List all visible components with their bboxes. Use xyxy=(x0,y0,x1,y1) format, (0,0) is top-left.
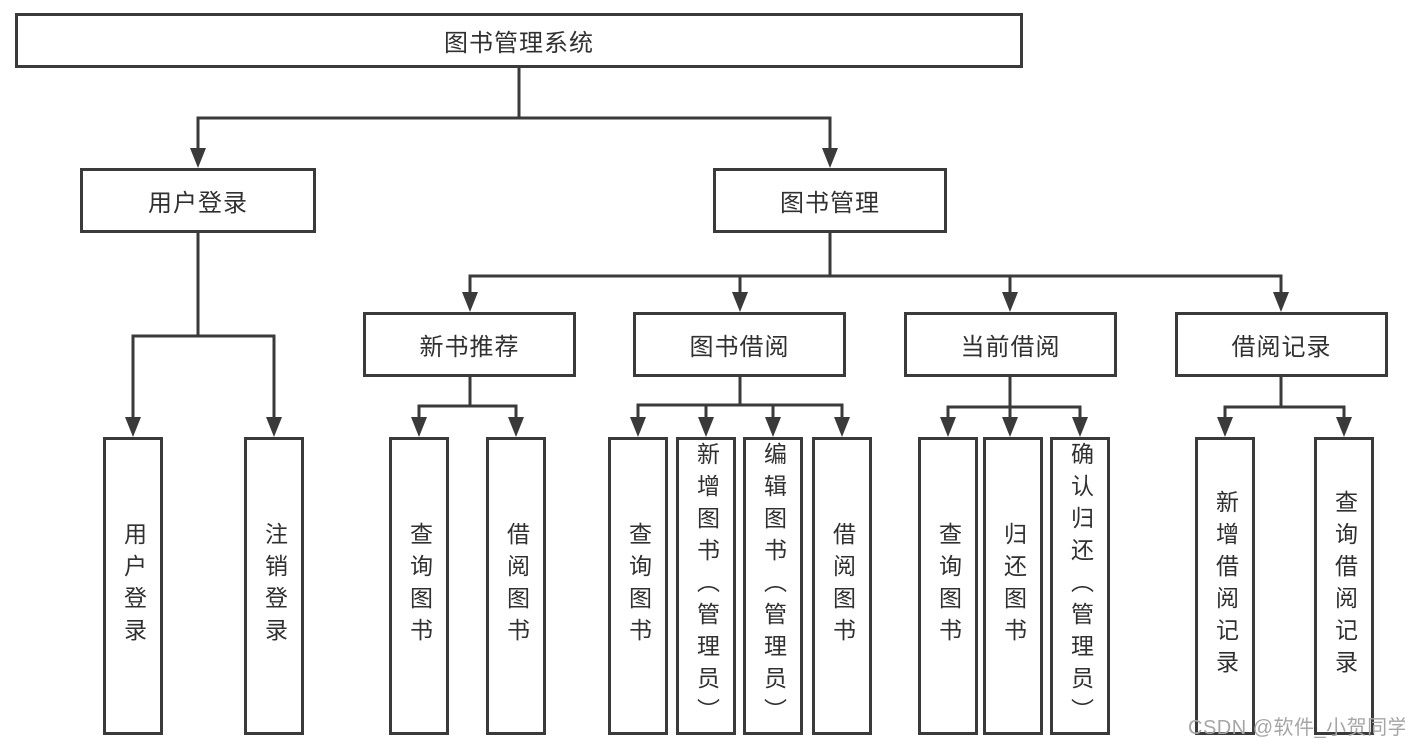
node-label: 查询借阅记录 xyxy=(1331,490,1358,682)
arrowhead-icon xyxy=(190,148,206,168)
node-nbr-borrow-books: 借阅图书 xyxy=(486,437,546,735)
node-nbr-query-books: 查询图书 xyxy=(389,437,449,735)
node-label: 查询图书 xyxy=(935,522,962,650)
node-new-book-recommend: 新书推荐 xyxy=(363,312,576,377)
arrowhead-icon xyxy=(266,417,282,437)
arrowhead-icon xyxy=(732,292,748,312)
arrowhead-icon xyxy=(765,417,781,437)
node-label: 借阅图书 xyxy=(503,522,530,650)
node-cb-confirm-return: 确认归还（管理员） xyxy=(1050,437,1110,735)
node-label: 新增图书（管理员） xyxy=(693,442,720,730)
connector-root-to-level2 xyxy=(190,66,838,168)
node-bb-query-books: 查询图书 xyxy=(608,437,668,735)
node-label: 查询图书 xyxy=(625,522,652,650)
arrowhead-icon xyxy=(462,292,478,312)
arrowhead-icon xyxy=(1002,292,1018,312)
node-br-query-record: 查询借阅记录 xyxy=(1314,437,1374,735)
node-cb-query-books: 查询图书 xyxy=(918,437,978,735)
node-book-management: 图书管理 xyxy=(713,168,947,233)
node-borrowing-records: 借阅记录 xyxy=(1175,312,1388,377)
arrowhead-icon xyxy=(940,417,956,437)
arrowhead-icon xyxy=(125,417,141,437)
arrowhead-icon xyxy=(630,417,646,437)
arrowhead-icon xyxy=(1336,417,1352,437)
node-label: 注销登录 xyxy=(261,522,288,650)
connector-borrowing-records-children xyxy=(1217,375,1352,437)
connector-book-management-children xyxy=(462,231,1289,312)
csdn-watermark: CSDN @软件_小贺同学 xyxy=(1188,717,1405,739)
connector-current-borrowing-children xyxy=(940,375,1088,437)
arrowhead-icon xyxy=(698,417,714,437)
node-br-add-record: 新增借阅记录 xyxy=(1195,437,1255,735)
node-root: 图书管理系统 xyxy=(15,13,1023,68)
node-book-borrowing: 图书借阅 xyxy=(633,312,846,377)
node-user-login: 用户登录 xyxy=(80,168,316,233)
node-bb-borrow-books: 借阅图书 xyxy=(812,437,872,735)
node-cb-return-books: 归还图书 xyxy=(983,437,1043,735)
arrowhead-icon xyxy=(1217,417,1233,437)
connector-new-book-children xyxy=(411,375,524,437)
node-label: 查询图书 xyxy=(406,522,433,650)
arrowhead-icon xyxy=(834,417,850,437)
node-label: 归还图书 xyxy=(1000,522,1027,650)
node-login-leaf: 用户登录 xyxy=(103,437,163,735)
node-label: 借阅图书 xyxy=(829,522,856,650)
arrowhead-icon xyxy=(411,417,427,437)
node-label: 确认归还（管理员） xyxy=(1067,442,1094,730)
arrowhead-icon xyxy=(822,148,838,168)
node-current-borrowing: 当前借阅 xyxy=(904,312,1117,377)
node-label: 编辑图书（管理员） xyxy=(760,442,787,730)
node-bb-edit-books: 编辑图书（管理员） xyxy=(743,437,803,735)
connector-book-borrowing-children xyxy=(630,375,850,437)
arrowhead-icon xyxy=(508,417,524,437)
node-logout-leaf: 注销登录 xyxy=(244,437,304,735)
node-label: 新增借阅记录 xyxy=(1212,490,1239,682)
arrowhead-icon xyxy=(1273,292,1289,312)
connector-user-login-children xyxy=(125,231,282,437)
arrowhead-icon xyxy=(1072,417,1088,437)
node-bb-add-books: 新增图书（管理员） xyxy=(676,437,736,735)
node-label: 用户登录 xyxy=(120,522,147,650)
arrowhead-icon xyxy=(1002,417,1018,437)
